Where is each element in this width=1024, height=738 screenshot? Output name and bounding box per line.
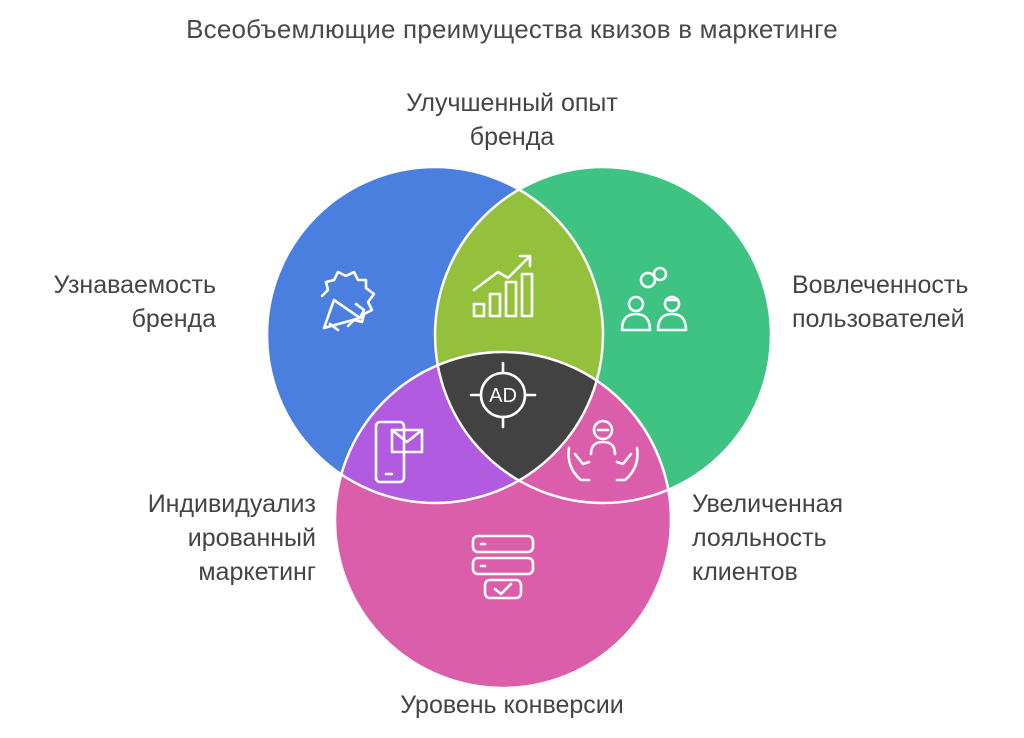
label-line: пользователей: [792, 305, 965, 333]
label-personalized-marketing: Индивидуализ ированный маркетинг: [98, 487, 316, 589]
users-chat-icon: [620, 266, 688, 332]
growth-chart-icon: [472, 254, 534, 318]
hands-person-icon: [567, 419, 639, 482]
label-line: Вовлеченность: [792, 271, 969, 299]
label-line: Узнаваемость: [53, 271, 216, 299]
ad-text: AD: [489, 385, 517, 407]
mobile-mail-icon: [374, 420, 424, 484]
label-conversion-rate: Уровень конверсии: [312, 688, 712, 722]
label-line: бренда: [469, 123, 555, 151]
label-line: Уровень конверсии: [400, 691, 624, 719]
label-line: лояльность: [692, 524, 827, 552]
label-line: клиентов: [692, 558, 798, 586]
label-user-engagement: Вовлеченность пользователей: [792, 268, 1012, 336]
label-line: маркетинг: [198, 558, 316, 586]
label-line: Увеличенная: [692, 490, 844, 518]
ad-target-icon: AD: [469, 361, 537, 429]
label-line: Улучшенный опыт: [406, 89, 618, 117]
label-brand-awareness: Узнаваемость бренда: [20, 268, 216, 336]
label-brand-experience: Улучшенный опыт бренда: [312, 86, 712, 154]
diagram-title: Всеобъемлющие преимущества квизов в марк…: [186, 14, 838, 44]
label-line: Индивидуализ: [147, 490, 316, 518]
label-line: бренда: [131, 305, 216, 333]
label-line: ированный: [187, 524, 316, 552]
intersection-customer-loyalty: [435, 352, 671, 503]
label-customer-loyalty: Увеличенная лояльность клиентов: [692, 487, 912, 589]
venn-outlines: [265, 165, 773, 690]
checklist-stack-icon: [471, 534, 535, 600]
megaphone-badge-icon: [320, 270, 376, 332]
